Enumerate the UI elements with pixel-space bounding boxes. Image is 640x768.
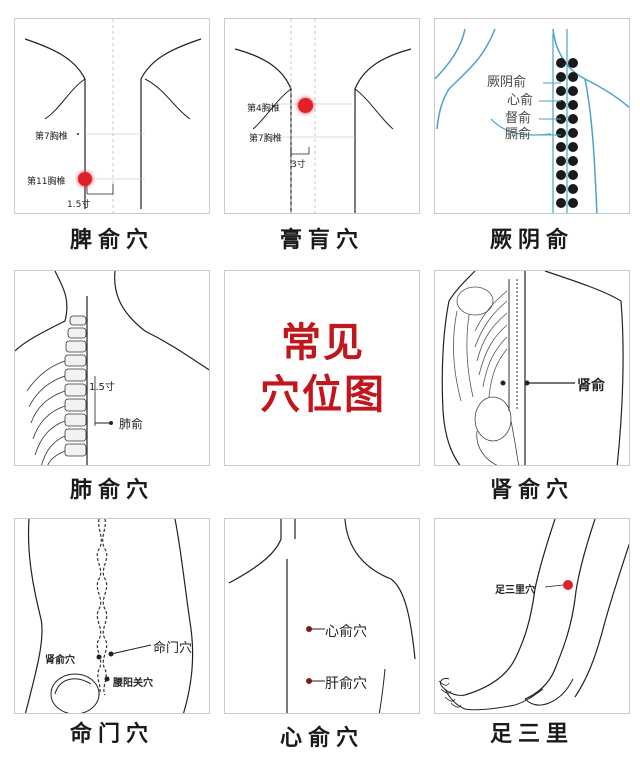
label-mingmen: 命门穴 — [153, 641, 193, 656]
label-jueyinyu: 厥阴俞 — [487, 75, 527, 90]
panel-title: 常见 穴位图 — [224, 270, 420, 466]
caption-gaohuang: 膏肓穴 — [279, 228, 364, 253]
panel-feiyu: 1.5寸 肺俞 — [14, 270, 210, 466]
lower-back-illustration — [24, 519, 194, 713]
panel-piyu: 第7胸椎 第11胸椎 1.5寸 — [14, 18, 210, 214]
panel-mingmen: 肾俞穴 命门穴 腰阳关穴 — [14, 518, 210, 714]
title-line-1: 常见 — [281, 320, 365, 366]
label-xinyu: 心俞 — [507, 93, 534, 108]
back-illustration — [228, 519, 416, 713]
caption-shenyu: 肾俞穴 — [489, 478, 574, 503]
acupoint-gaohuang-dot — [298, 98, 313, 113]
title-line-2: 穴位图 — [260, 372, 386, 418]
panel-gaohuang: 第4胸椎 第7胸椎 3寸 — [224, 18, 420, 214]
caption-zusanli: 足三里 — [489, 722, 574, 747]
acupoint-zusanli-dot — [563, 580, 573, 590]
caption-xinyu: 心俞穴 — [279, 726, 364, 751]
label-zusanli: 足三里穴 — [495, 585, 535, 596]
label-7th-thoracic: 第7胸椎 — [35, 132, 68, 142]
back-spine-illustration — [15, 271, 209, 465]
label-yaoyangguan: 腰阳关穴 — [113, 678, 153, 689]
panel-jueyinyu: 厥阴俞 心俞 督俞 膈俞 — [434, 18, 630, 214]
panel-zusanli: 足三里穴 — [434, 518, 630, 714]
caption-mingmen: 命门穴 — [69, 722, 154, 747]
caption-feiyu: 肺俞穴 — [69, 478, 154, 503]
caption-piyu: 脾俞穴 — [69, 228, 154, 253]
caption-jueyinyu: 厥阴俞 — [489, 228, 574, 253]
skeleton-back-illustration — [441, 271, 624, 465]
label-distance: 1.5寸 — [67, 200, 91, 210]
back-illustration — [24, 19, 202, 213]
label-xinyu: 心俞穴 — [325, 624, 367, 640]
leg-illustration — [438, 519, 629, 711]
acupoint-piyu-dot — [78, 172, 92, 186]
back-illustration — [234, 19, 412, 213]
label-distance: 3寸 — [291, 160, 306, 170]
label-feiyu: 肺俞 — [119, 417, 144, 431]
label-shenyu: 肾俞穴 — [45, 655, 75, 666]
panel-shenyu: 肾俞 — [434, 270, 630, 466]
panel-xinyu: 心俞穴 肝俞穴 — [224, 518, 420, 714]
label-11th-thoracic: 第11胸椎 — [27, 177, 66, 187]
label-geyu: 膈俞 — [505, 127, 532, 142]
label-distance: 1.5寸 — [89, 382, 115, 393]
label-7th-thoracic: 第7胸椎 — [249, 134, 282, 144]
label-duyu: 督俞 — [505, 111, 532, 126]
back-illustration — [435, 28, 629, 213]
label-shenyu: 肾俞 — [577, 378, 605, 394]
label-4th-thoracic: 第4胸椎 — [247, 104, 280, 114]
label-ganyu: 肝俞穴 — [325, 676, 367, 692]
